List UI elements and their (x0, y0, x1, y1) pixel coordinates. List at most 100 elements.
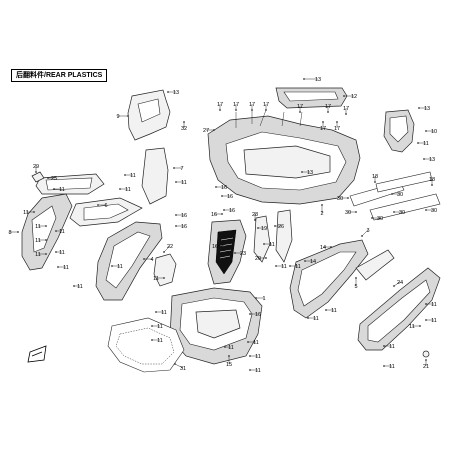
callout-label: 14 (320, 245, 326, 251)
fastener-mark (45, 225, 47, 227)
fastener-mark (45, 239, 47, 241)
callout-c17i: 17 (334, 121, 340, 132)
callout-label: 16 (211, 212, 217, 218)
fastener-mark (151, 339, 153, 341)
fastener-mark (327, 111, 329, 113)
callout-label: 32 (181, 126, 187, 132)
part-9-bracket (127, 89, 171, 141)
callout-label: 11 (117, 264, 123, 270)
fastener-mark (425, 319, 427, 321)
fastener-mark (330, 246, 332, 248)
fastener-mark (322, 121, 324, 123)
part-24-right-guard (357, 267, 441, 351)
callout-label: 11 (63, 265, 69, 271)
diagram-title: 后翻料件/REAR PLASTICS (11, 69, 108, 82)
callout-c11e: 11 (35, 238, 47, 244)
fastener-mark (345, 113, 347, 115)
callout-label: 11 (255, 354, 261, 360)
fastener-mark (221, 213, 223, 215)
callout-c15: 15 (226, 355, 232, 368)
callout-c13d: 13 (423, 157, 435, 163)
callout-c30b: 30 (345, 210, 357, 216)
callout-label: 16 (221, 185, 227, 191)
fastener-mark (391, 193, 393, 195)
callout-c16d: 16 (211, 212, 223, 218)
fastener-mark (347, 197, 349, 199)
callout-label: 11 (35, 238, 41, 244)
fastener-mark (111, 265, 113, 267)
callout-c11y: 11 (289, 264, 301, 270)
fastener-mark (419, 325, 421, 327)
part-8-left-guard (21, 193, 73, 271)
callout-label: 6 (104, 203, 107, 209)
callout-c17d: 17 (263, 102, 269, 111)
callout-label: 17 (343, 106, 349, 112)
fastener-mark (257, 227, 259, 229)
callout-c17a: 17 (217, 102, 223, 111)
callout-label: 11 (77, 284, 83, 290)
part-3-right-panel (289, 239, 369, 319)
callout-label: 11 (59, 229, 65, 235)
callout-label: 11 (228, 345, 234, 351)
callout-label: 27 (203, 128, 209, 134)
fastener-mark (251, 109, 253, 111)
fastener-mark (155, 311, 157, 313)
part-28-bracket (275, 209, 293, 263)
part-6-inner-panel (69, 197, 143, 227)
callout-c11h: 11 (55, 250, 65, 256)
fastener-mark (163, 277, 165, 279)
fastener-mark (265, 109, 267, 111)
callout-c3: 3 (361, 228, 370, 237)
callout-c17c: 17 (249, 102, 255, 111)
fastener-mark (73, 285, 75, 287)
callout-c11r: 11 (151, 338, 163, 344)
callout-c9: 9 (116, 114, 129, 120)
callout-label: 16 (227, 194, 233, 200)
fastener-mark (393, 211, 395, 213)
callout-c11v: 11 (224, 345, 234, 351)
callout-label: 15 (226, 362, 232, 368)
callout-c30c: 30 (391, 192, 403, 198)
callout-c22: 22 (163, 244, 173, 253)
callout-label: 17 (325, 104, 331, 110)
fastener-mark (275, 265, 277, 267)
callout-c17g: 17 (343, 106, 349, 115)
fastener-mark (263, 243, 265, 245)
leader-line (163, 245, 171, 253)
fastener-mark (127, 115, 129, 117)
callout-c12: 12 (343, 94, 357, 100)
callout-c20: 20 (255, 256, 267, 262)
fastener-mark (355, 211, 357, 213)
callout-label: 11 (35, 252, 41, 258)
fastener-mark (183, 121, 185, 123)
callout-c11j: 11 (73, 284, 83, 290)
fastener-mark (35, 171, 37, 173)
callout-label: 11 (157, 324, 163, 330)
fastener-mark (53, 188, 55, 190)
callout-label: 30 (397, 192, 403, 198)
fastener-mark (431, 184, 433, 186)
callout-c16c: 16 (223, 208, 235, 214)
callout-label: 30 (399, 210, 405, 216)
callout-c11w: 11 (263, 242, 275, 248)
fastener-mark (175, 225, 177, 227)
callout-label: 17 (263, 102, 269, 108)
callout-c27: 27 (203, 128, 215, 134)
part-4-side-panel (95, 221, 163, 301)
callout-c13c: 13 (418, 106, 430, 112)
callout-label: 11 (389, 364, 395, 370)
part-21-clip (422, 350, 430, 358)
callout-c13a: 13 (303, 77, 321, 83)
callout-label: 11 (35, 224, 41, 230)
callout-label: 4 (150, 257, 153, 263)
fastener-mark (417, 142, 419, 144)
fastener-mark (213, 129, 215, 131)
fastener-mark (143, 258, 145, 260)
callout-c18a: 18 (372, 174, 378, 183)
callout-label: 16 (181, 224, 187, 230)
part-5-strip (355, 249, 395, 281)
callout-label: 30 (345, 210, 351, 216)
callout-label: 22 (167, 244, 173, 250)
callout-label: 23 (240, 251, 246, 257)
